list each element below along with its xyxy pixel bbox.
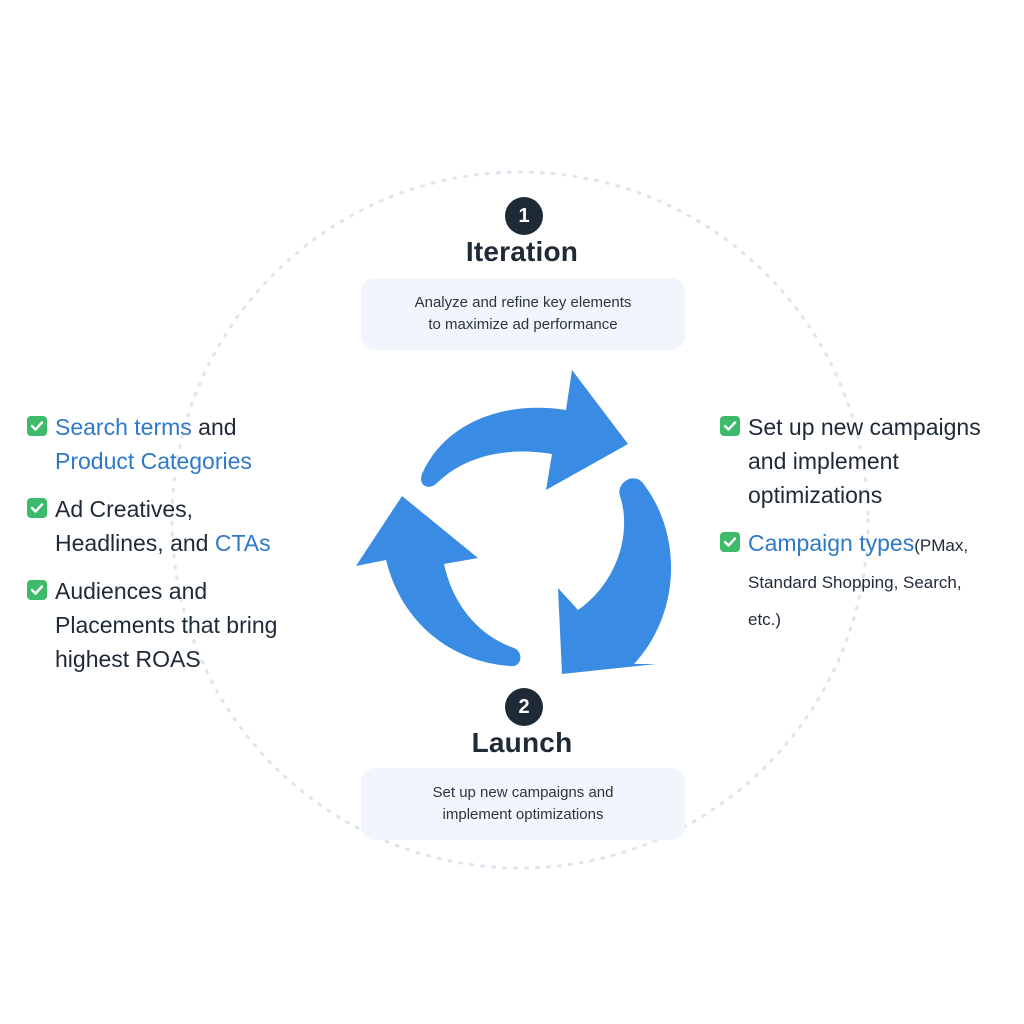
launch-description-line-2: implement optimizations [442,806,604,823]
cycle-arrow-top-icon [421,370,628,490]
list-item: Audiences and Placements that bring high… [27,574,327,676]
list-item-text: Set up new campaigns and implement optim… [748,414,981,508]
check-icon [27,498,47,518]
campaign-types-highlight: Campaign types [748,530,915,556]
search-terms-highlight: Search terms [55,414,192,440]
list-item-text: Audiences and Placements that bring high… [55,578,278,672]
step-title-iteration: Iteration [465,236,579,267]
list-item-text: Search terms and Product Categories [55,414,252,474]
check-icon [720,532,740,552]
cycle-arrows-icon [356,370,672,674]
list-item-text: Campaign types(PMax, Standard Shopping, … [748,530,969,629]
launch-description-box: Set up new campaigns and implement optim… [361,768,685,840]
left-checklist: Search terms and Product Categories Ad C… [27,410,327,690]
step-number-badge-1: 1 [505,197,543,235]
iteration-description-line-2: to maximize ad performance [428,316,618,333]
cycle-arrow-left-icon [356,496,521,667]
ctas-highlight: CTAs [214,530,271,556]
check-icon [27,416,47,436]
step-title-launch: Launch [471,727,573,758]
check-icon [720,416,740,436]
list-item: Set up new campaigns and implement optim… [720,410,1020,512]
list-item: Campaign types(PMax, Standard Shopping, … [720,526,1020,637]
right-checklist: Set up new campaigns and implement optim… [720,410,1020,651]
list-item: Search terms and Product Categories [27,410,327,478]
iteration-description-line-1: Analyze and refine key elements [414,294,632,311]
check-icon [27,580,47,600]
list-item-text: Ad Creatives, Headlines, and CTAs [55,496,271,556]
list-item: Ad Creatives, Headlines, and CTAs [27,492,327,560]
iteration-description-box: Analyze and refine key elements to maxim… [361,278,685,350]
product-categories-highlight: Product Categories [55,448,252,474]
cycle-arrow-right-icon [558,478,672,674]
launch-description-line-1: Set up new campaigns and [432,784,614,801]
step-number-badge-2: 2 [505,688,543,726]
